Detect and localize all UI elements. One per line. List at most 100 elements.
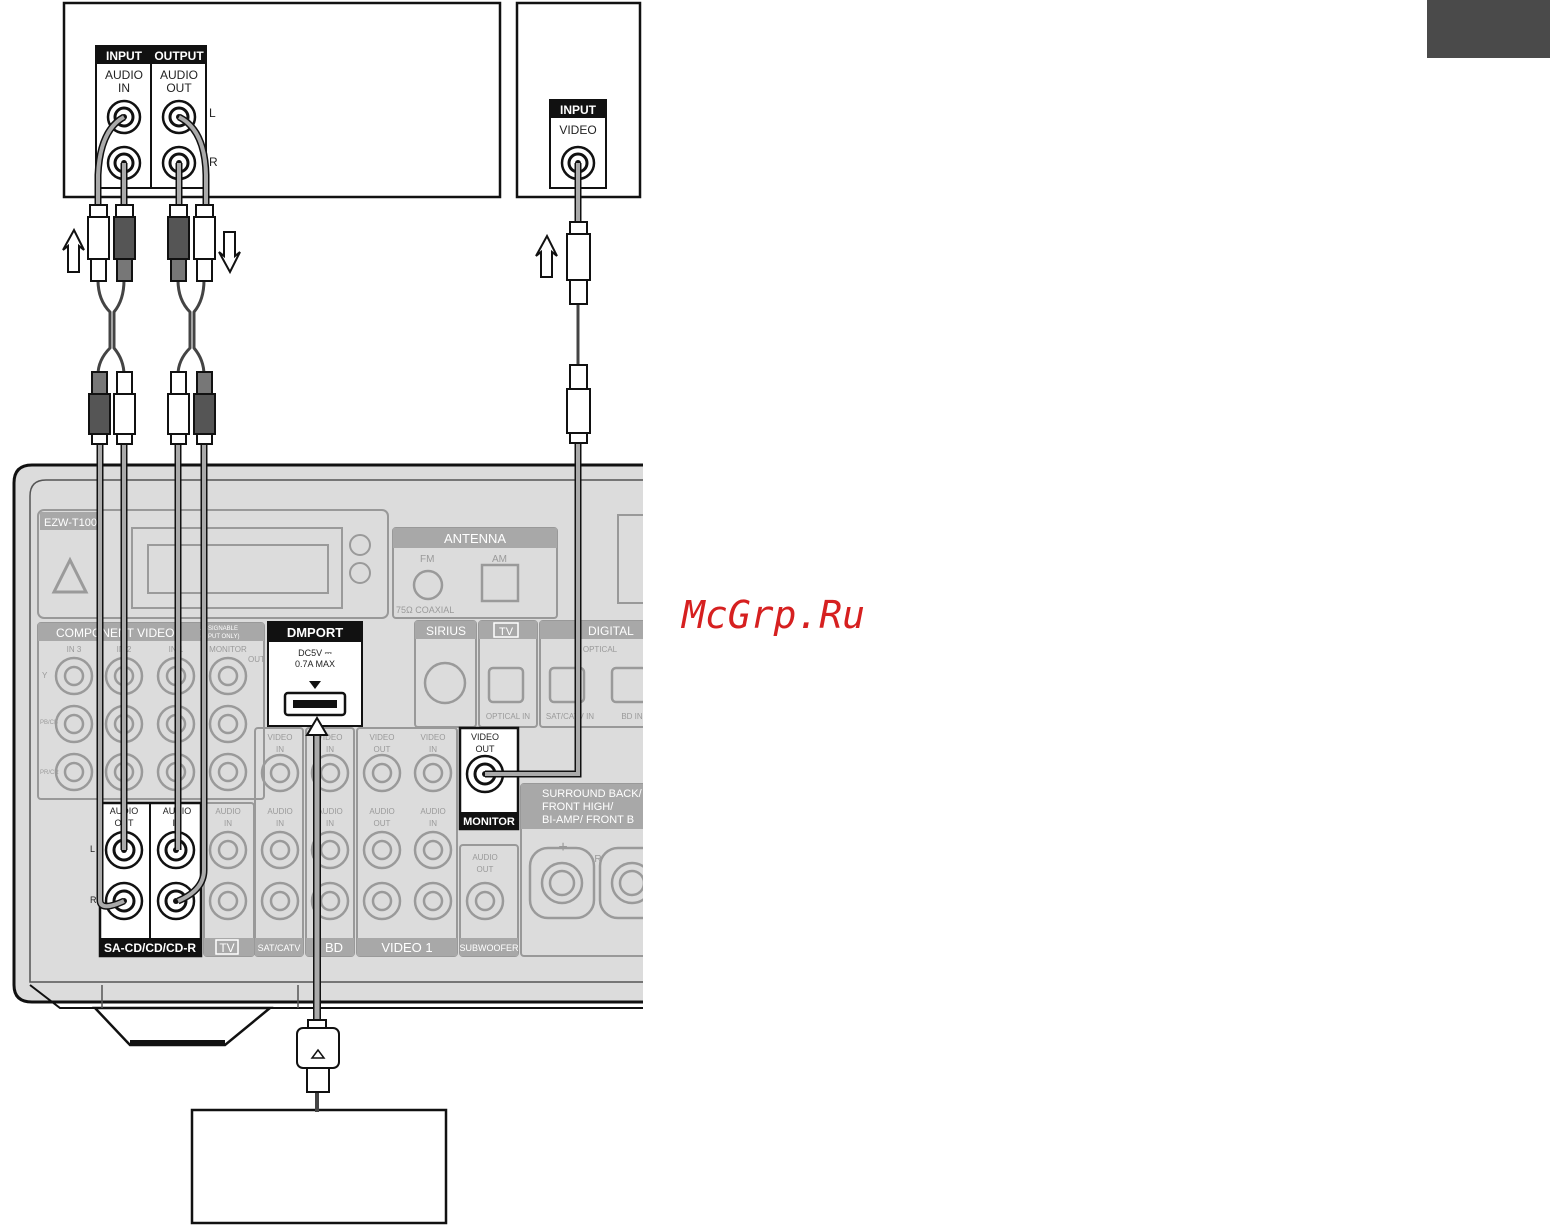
speaker-terminals	[528, 846, 643, 920]
dmport-device	[190, 1108, 448, 1225]
speaker-r-mark: R	[594, 854, 601, 865]
cd-audio-out-label: AUDIO	[160, 68, 198, 82]
watermark: McGrp.Ru	[680, 593, 865, 637]
am-label: AM	[492, 554, 507, 565]
assignable-label: ASSIGNABLE	[200, 626, 238, 632]
optical-jack	[548, 666, 586, 704]
audio-in-label: AUDIO	[215, 807, 240, 816]
rcv-audio-in-r-jack	[156, 881, 196, 921]
monitor-box-label: MONITOR	[463, 816, 515, 828]
monitor-video-out-section: MONITOR VIDEO OUT	[458, 726, 520, 831]
am-terminal	[480, 563, 520, 603]
monitor-out-label: OUT	[248, 655, 265, 664]
receiver-rear-panel: EZW-T100 ANTENNA FM AM 75Ω COAXIAL COMPO…	[12, 463, 643, 1047]
cd-recorder-device: INPUT OUTPUT AUDIO IN AUDIO OUT L R	[62, 1, 502, 199]
cd-audio-in-label: AUDIO	[105, 68, 143, 82]
audio-in-label: AUDIO	[317, 807, 342, 816]
sub-audio-out-label: AUDIO	[472, 853, 497, 862]
group-bd-label: BD	[325, 940, 343, 955]
audio-cables	[94, 113, 210, 910]
sirius-label: SIRIUS	[426, 624, 466, 638]
audio-in-label-2: IN	[326, 819, 334, 828]
tv-input-header: INPUT	[560, 103, 597, 117]
dmport-arrow-up-icon	[305, 716, 329, 736]
cd-right-label: R	[209, 155, 218, 169]
audio-out-label: AUDIO	[369, 807, 394, 816]
cd-jack-in-r	[106, 145, 142, 181]
audio-out-label-2: OUT	[374, 819, 391, 828]
av-jacks	[208, 753, 505, 921]
fm-label: FM	[420, 554, 434, 565]
surround-label-1: SURROUND BACK/	[542, 788, 643, 800]
pb-label: PB/CB	[40, 720, 58, 726]
optical-label: OPTICAL	[583, 645, 618, 654]
video-in-label: VIDEO	[318, 733, 343, 742]
video-cable	[485, 163, 582, 778]
audio-in-label-2: IN	[429, 819, 437, 828]
rca-plugs-bottom	[88, 371, 216, 445]
rca-plugs-top	[87, 204, 216, 282]
dmport-plug	[296, 1019, 340, 1093]
group-subwoofer-label: SUBWOOFER	[459, 943, 519, 953]
dmport-label: DMPORT	[287, 625, 343, 640]
dmport-spec-2: 0.7A MAX	[295, 659, 335, 669]
screw-icon	[349, 534, 371, 556]
dmport-arrow-icon	[309, 681, 321, 689]
group-tv-label: TV	[219, 941, 234, 955]
video-out-label: VIDEO	[370, 733, 395, 742]
cd-input-header: INPUT	[106, 49, 143, 63]
video-in-label: VIDEO	[421, 733, 446, 742]
video-plugs	[566, 221, 591, 444]
audio-in-label: AUDIO	[420, 807, 445, 816]
rcv-right-label: R	[90, 895, 97, 905]
tv-optical-label: TV	[499, 626, 514, 638]
audio-in-label-2: IN	[224, 819, 232, 828]
rcv-video-out-label-2: OUT	[476, 744, 496, 754]
fm-jack	[412, 569, 444, 601]
assignable-label-2: (INPUT ONLY)	[200, 634, 239, 640]
video-out-label-2: OUT	[374, 745, 391, 754]
cd-left-label: L	[209, 106, 216, 120]
y-label: Y	[42, 671, 48, 680]
sub-audio-out-label-2: OUT	[477, 865, 494, 874]
page-corner-tab	[1427, 0, 1550, 58]
video-in-label-2: IN	[429, 745, 437, 754]
warning-icon	[51, 556, 89, 594]
receiver-foot	[92, 1006, 274, 1047]
dmport-section: DMPORT DC5V ⎓ 0.7A MAX	[267, 621, 363, 727]
video-in-label: VIDEO	[268, 733, 293, 742]
rcv-left-label: L	[90, 844, 95, 854]
sacd-cd-audio-section: SA-CD/CD/CD-R AUDIO OUT AUDIO IN L R	[90, 801, 203, 958]
optical-jack	[487, 666, 525, 704]
screw-icon	[349, 562, 371, 584]
arrow-up-icon	[62, 227, 85, 273]
model-label: EZW-T100	[44, 517, 97, 529]
group-sacd-label: SA-CD/CD/CD-R	[104, 941, 196, 955]
monitor-label: MONITOR	[209, 645, 247, 654]
digital-label: DIGITAL	[588, 624, 634, 638]
dmport-spec-1: DC5V ⎓	[298, 648, 332, 658]
tv-video-label: VIDEO	[559, 123, 596, 137]
video-in-label-2: IN	[276, 745, 284, 754]
surround-label-3: BI-AMP/ FRONT B	[542, 814, 634, 826]
in3-label: IN 3	[67, 645, 82, 654]
sirius-jack	[423, 661, 467, 705]
pr-label: PR/CR	[40, 770, 59, 776]
rcv-video-out-label: VIDEO	[471, 732, 499, 742]
cd-audio-out-label-2: OUT	[166, 81, 192, 95]
group-sat-catv-label: SAT/CATV	[258, 943, 301, 953]
cd-audio-in-label-2: IN	[118, 81, 130, 95]
surround-label-2: FRONT HIGH/	[542, 801, 614, 813]
antenna-label: ANTENNA	[444, 531, 506, 546]
arrow-up-icon	[535, 233, 558, 278]
optical-jack	[610, 666, 643, 704]
audio-in-label: AUDIO	[267, 807, 292, 816]
audio-in-label-2: IN	[276, 819, 284, 828]
video-in-label-2: IN	[326, 745, 334, 754]
arrow-down-icon	[218, 231, 241, 275]
bd-in-label: BD IN	[621, 712, 643, 721]
group-video1-label: VIDEO 1	[381, 940, 432, 955]
coaxial-label: 75Ω COAXIAL	[396, 605, 454, 615]
cd-output-header: OUTPUT	[154, 49, 204, 63]
